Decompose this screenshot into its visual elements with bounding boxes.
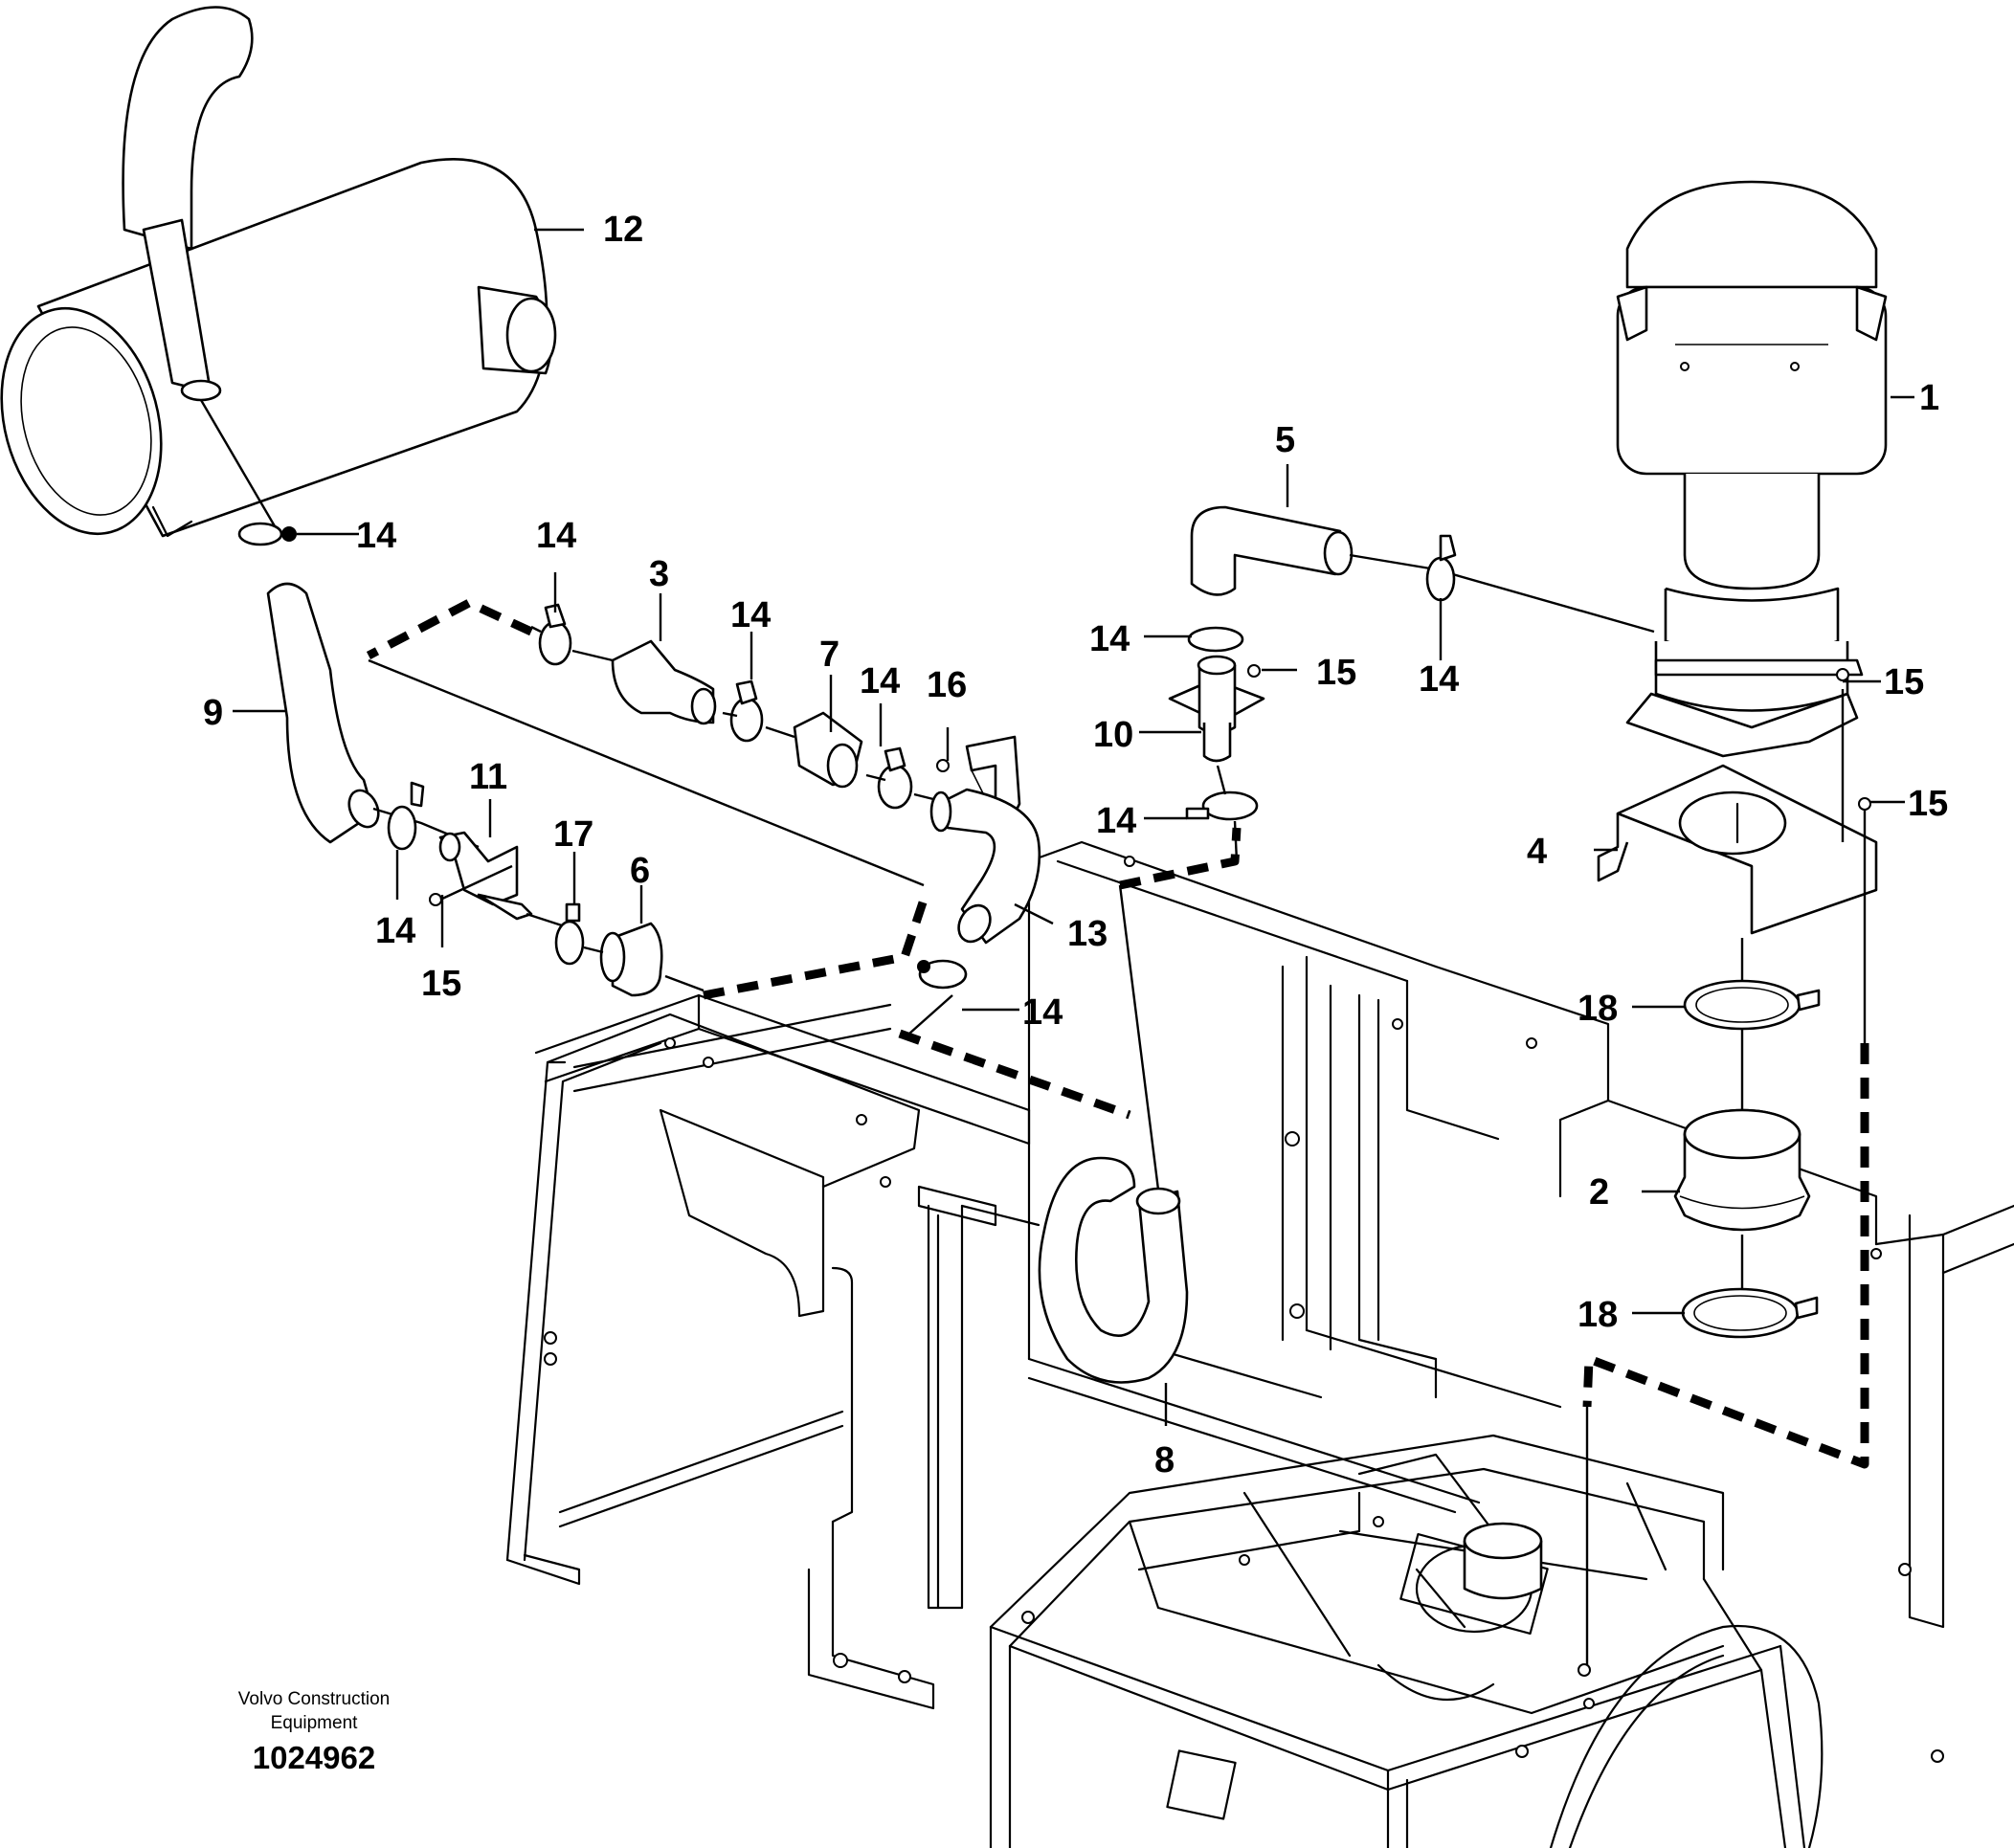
mounting-plate-4 (1597, 764, 1878, 935)
callout-3: 3 (649, 554, 669, 594)
callout-10: 10 (1093, 715, 1133, 755)
callout-16: 16 (927, 665, 967, 705)
callout-15-d: 15 (421, 964, 461, 1004)
clamp-14-hose5 (1425, 534, 1457, 602)
hose-13 (929, 788, 1041, 945)
callout-6: 6 (630, 851, 650, 891)
clamp-14-part3-right (729, 679, 764, 743)
hose-7 (793, 711, 863, 789)
engine-mount-bolt (1578, 1663, 1591, 1677)
bolt-15-part10 (1247, 664, 1261, 678)
callout-5: 5 (1275, 420, 1295, 460)
callout-8: 8 (1154, 1440, 1175, 1481)
engine-outlet-top (1463, 1522, 1543, 1560)
leader-bolts-right (1841, 689, 1867, 1043)
clamp-18-upper (1683, 979, 1821, 1031)
clamp-14-part7 (877, 746, 913, 810)
clamp-14-hose9 (387, 781, 425, 851)
hose-6 (599, 922, 663, 997)
clamp-14-part10-bottom (1185, 790, 1259, 821)
callout-14-a: 14 (356, 516, 396, 556)
clamp-14-muffler (237, 522, 297, 546)
callout-17: 17 (553, 814, 593, 855)
callout-14-g: 14 (375, 911, 415, 951)
hose-5 (1190, 505, 1354, 596)
bolt-15-fitting11 (429, 893, 442, 906)
callout-2: 2 (1589, 1172, 1609, 1213)
callout-7: 7 (819, 635, 839, 675)
caption-company-line2: Equipment (270, 1713, 358, 1733)
leader-muffler-tail (199, 399, 280, 532)
drawing-number: 1024962 (252, 1740, 376, 1775)
chassis-frame (505, 840, 2014, 1848)
hose-3 (611, 639, 717, 725)
hose-8 (1038, 1156, 1189, 1384)
leader-hose8-up (1118, 884, 1160, 1191)
callout-18-b: 18 (1578, 1295, 1618, 1335)
callout-13: 13 (1067, 914, 1108, 954)
callout-bolts (1836, 668, 1871, 811)
callout-14-d: 14 (860, 661, 900, 701)
clamp-14-hose13 (917, 959, 968, 990)
callout-12: 12 (603, 210, 643, 250)
callout-leaders (233, 228, 1914, 1426)
caption-company: Volvo Construction Equipment (209, 1687, 419, 1735)
callout-15-c: 15 (1908, 784, 1948, 824)
leader-dashes-cross (368, 658, 1589, 1665)
callout-18-a: 18 (1578, 989, 1618, 1029)
frame-bolts (544, 856, 1944, 1763)
clamp-17 (554, 902, 585, 966)
callout-labels: 1 2 3 4 5 6 7 8 9 10 11 12 13 14 14 14 1… (203, 210, 1948, 1481)
fitting-11 (438, 831, 533, 921)
coupling-2 (1673, 1108, 1811, 1232)
callout-14-b: 14 (536, 516, 576, 556)
callout-14-c: 14 (730, 595, 771, 635)
callout-11: 11 (469, 757, 507, 797)
callout-14-f: 14 (1096, 801, 1136, 841)
callout-1: 1 (1919, 378, 1939, 418)
fitting-10 (1168, 655, 1265, 763)
connection-dashes (366, 598, 1869, 1469)
leader-hose6 (583, 946, 705, 992)
bolt-16 (936, 759, 950, 772)
air-filter-1 (1616, 180, 1888, 758)
callout-14-i: 14 (1419, 659, 1459, 700)
callout-4: 4 (1527, 832, 1547, 872)
leader-hose13 (908, 994, 953, 1035)
clamp-18-lower (1681, 1287, 1819, 1339)
leader-hose5-clamp (1349, 553, 1655, 634)
callout-15-a: 15 (1316, 653, 1356, 693)
caption-company-line1: Volvo Construction (237, 1689, 391, 1709)
callout-14-h: 14 (1022, 992, 1063, 1033)
callout-15-b: 15 (1884, 662, 1924, 702)
clamp-14-part10-top (1187, 626, 1244, 653)
leader-upper-hoses (530, 625, 934, 801)
hose-9 (266, 582, 380, 844)
clamp-14-part3-left (538, 603, 572, 666)
callout-9: 9 (203, 693, 223, 733)
muffler-12 (0, 6, 557, 538)
callout-14-e: 14 (1089, 619, 1130, 659)
leader-fitting11 (439, 864, 566, 928)
